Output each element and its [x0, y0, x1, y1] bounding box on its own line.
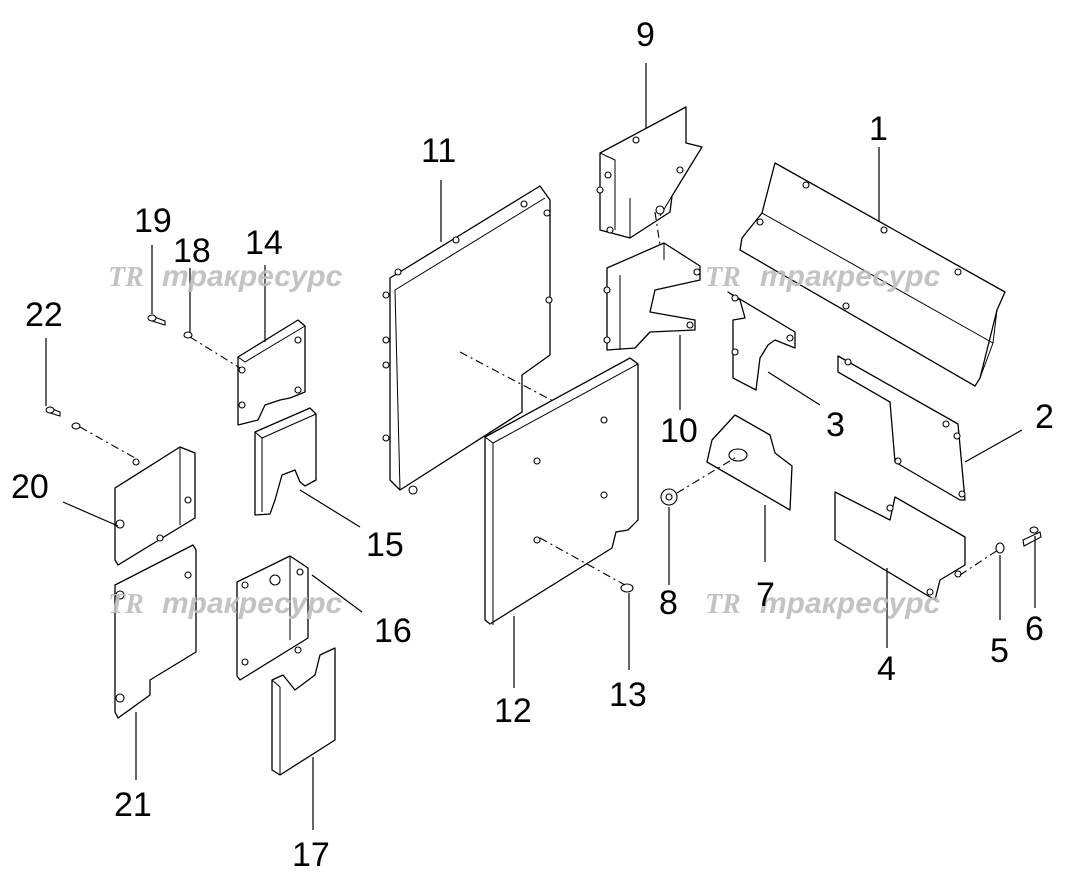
callout-12: 12 — [494, 692, 532, 730]
watermark-3: TR тракресурс — [108, 587, 343, 620]
part-11-panel — [382, 185, 553, 495]
callout-2: 2 — [1035, 398, 1054, 436]
assembly-axes — [79, 211, 999, 586]
svg-text:TR: TR — [705, 589, 741, 620]
part-4-plate — [834, 491, 966, 601]
callout-7: 7 — [756, 576, 775, 614]
callout-1: 1 — [869, 110, 888, 148]
watermark-4: TR тракресурс — [705, 587, 941, 620]
part-13-bolt — [620, 583, 634, 593]
part-20-bracket — [114, 446, 196, 566]
callout-6: 6 — [1025, 610, 1044, 648]
callout-18: 18 — [173, 232, 211, 270]
callout-4: 4 — [877, 650, 896, 688]
callout-11: 11 — [421, 132, 456, 170]
svg-text:тракресурс: тракресурс — [760, 260, 941, 293]
part-10-bracket — [603, 242, 701, 351]
svg-text:TR: TR — [108, 589, 144, 620]
watermark-1: TR тракресурс — [108, 260, 343, 293]
watermark-2: TR тракресурс — [705, 260, 941, 293]
fasteners — [45, 314, 1042, 554]
leader-lines — [45, 63, 1036, 830]
callout-10: 10 — [660, 412, 698, 450]
callout-3: 3 — [826, 406, 845, 444]
callout-15: 15 — [366, 526, 404, 564]
callout-14: 14 — [245, 224, 283, 262]
callout-21: 21 — [114, 786, 152, 824]
callout-22: 22 — [25, 296, 63, 334]
part-3-bracket — [727, 291, 796, 391]
part-1-cover — [739, 162, 1006, 387]
part-21-plate — [114, 544, 197, 719]
callout-19: 19 — [134, 202, 172, 240]
callout-9: 9 — [636, 16, 655, 54]
callout-20: 20 — [11, 468, 49, 506]
callout-8: 8 — [659, 584, 678, 622]
svg-text:тракресурс: тракресурс — [162, 260, 343, 293]
part-2-plate — [837, 355, 966, 501]
part-9-bracket — [596, 106, 703, 239]
callout-13: 13 — [609, 676, 647, 714]
part-14-bracket — [237, 319, 306, 426]
svg-text:TR: TR — [108, 262, 144, 293]
part-17-block — [271, 647, 336, 776]
svg-text:тракресурс: тракресурс — [162, 587, 343, 620]
svg-text:TR: TR — [705, 262, 741, 293]
part-15-block — [254, 407, 317, 516]
svg-text:тракресурс: тракресурс — [760, 587, 941, 620]
part-16-bracket — [236, 555, 309, 681]
part-8-washer — [660, 488, 678, 506]
part-12-board — [484, 357, 639, 625]
callout-17: 17 — [292, 836, 330, 874]
part-7-bracket — [706, 414, 793, 511]
callout-5: 5 — [990, 632, 1009, 670]
callout-labels: 1 2 3 4 5 6 7 8 9 10 11 12 13 14 15 16 1… — [11, 16, 1054, 874]
callout-16: 16 — [374, 612, 412, 650]
